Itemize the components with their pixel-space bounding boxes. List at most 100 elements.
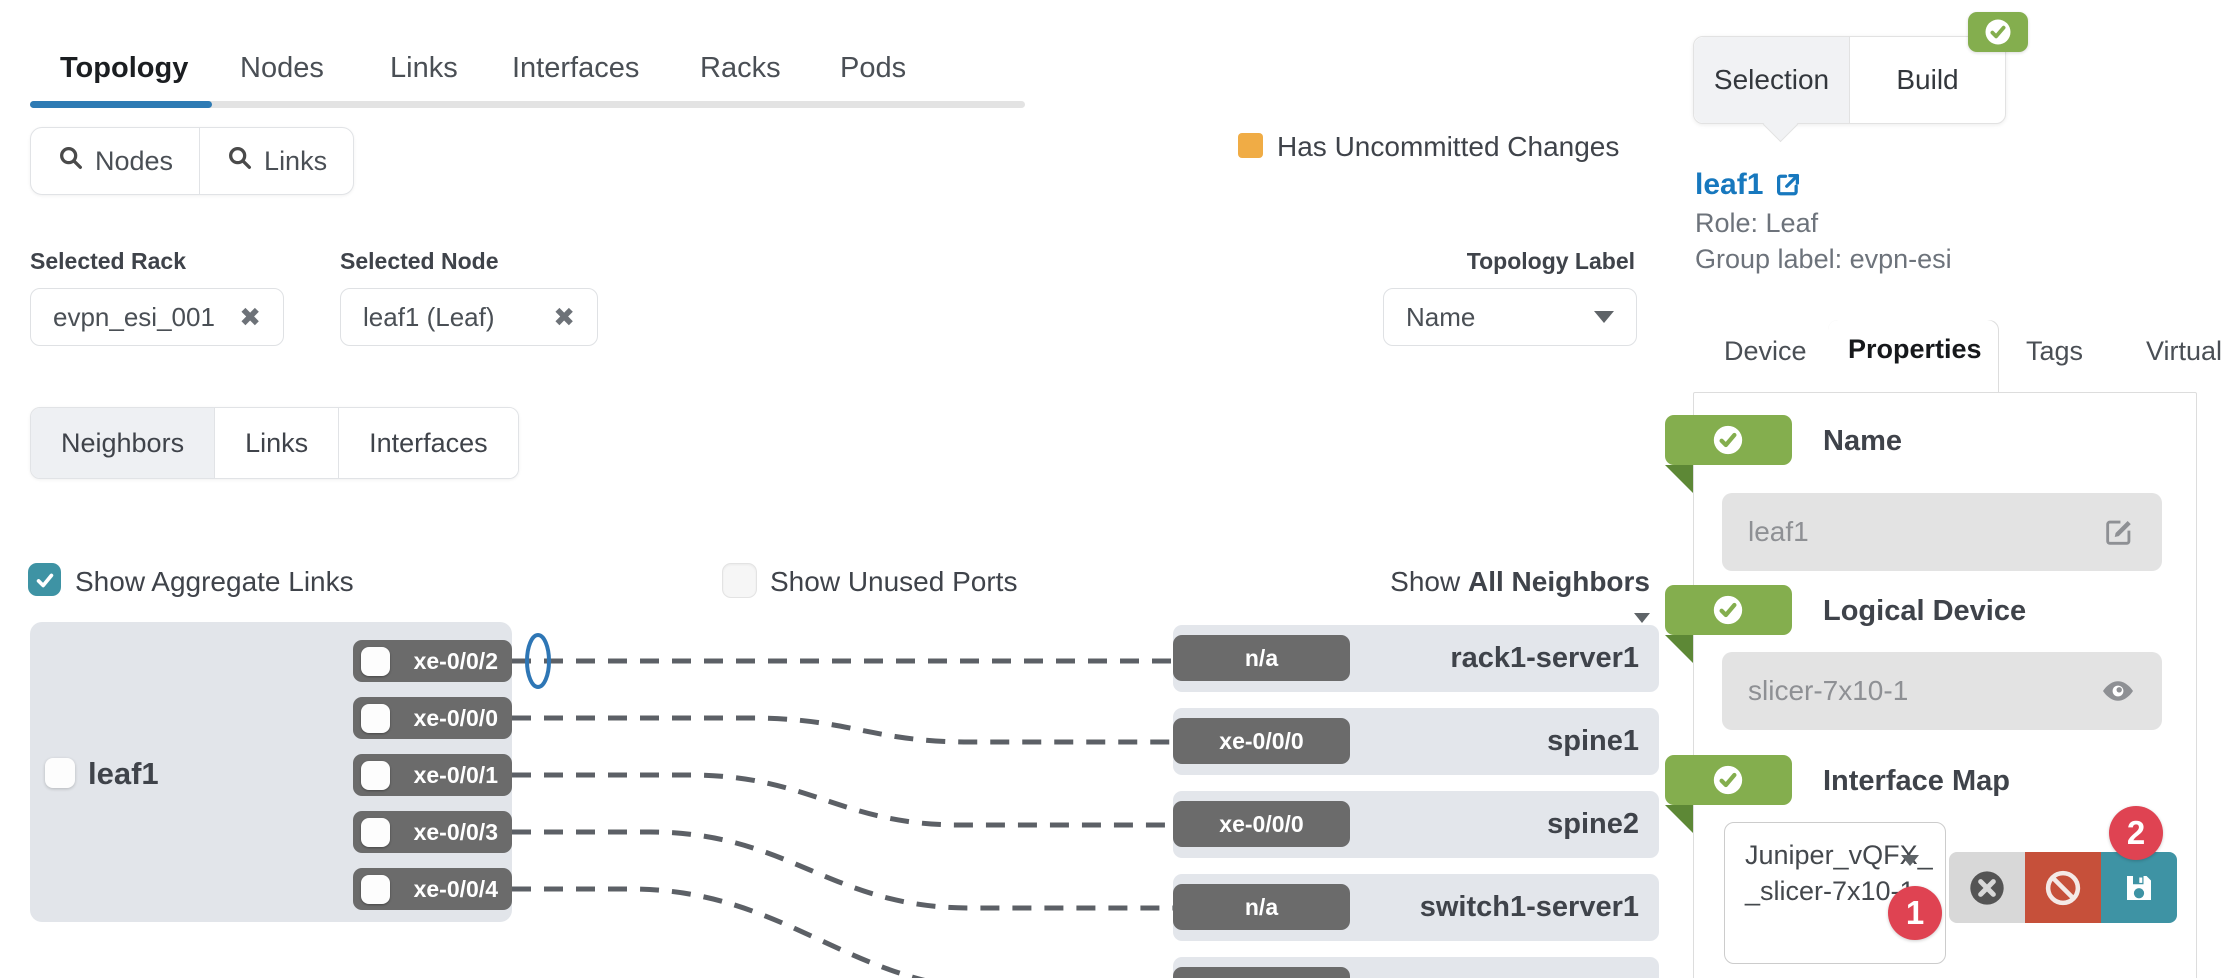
save-icon [2127,875,2151,900]
tab-nodes[interactable]: Nodes [240,52,324,84]
badge-fold [1665,805,1693,833]
port-checkbox[interactable] [361,646,390,676]
neighbor-row-rack1-server1[interactable]: n/a rack1-server1 [1173,625,1659,692]
panel-tab-build[interactable]: Build [1849,37,2005,123]
show-neighbors-value: All Neighbors [1467,566,1650,597]
selected-node-label: Selected Node [340,248,499,274]
search-button-group: Nodes Links [30,127,355,195]
tab-interfaces[interactable]: Interfaces [512,52,640,84]
selected-rack-field[interactable]: evpn_esi_001 ✖ [30,288,284,346]
chevron-down-icon [1901,855,1919,866]
uncommitted-changes-swatch [1238,133,1263,158]
detail-tab-tags[interactable]: Tags [2026,336,2084,366]
port-chip-xe-0-0-0[interactable]: xe-0/0/0 [353,697,512,739]
selected-rack-value: evpn_esi_001 [53,301,215,332]
tab-links[interactable]: Links [390,52,458,84]
edit-icon[interactable] [2102,515,2136,549]
neighbor-name: spine2 [1547,808,1639,840]
search-nodes-label: Nodes [95,145,174,176]
aggregate-link-indicator [525,633,551,689]
node-group-label-text: Group label: evpn-esi [1695,244,1952,274]
selected-rack-label: Selected Rack [30,248,186,274]
view-tab-links[interactable]: Links [214,408,339,478]
search-links-label: Links [264,145,328,176]
search-nodes-button[interactable]: Nodes [31,128,199,194]
clear-interface-map-button[interactable] [1949,852,2025,923]
search-icon [226,144,254,179]
neighbor-row-partial[interactable] [1173,957,1659,978]
detail-tab-device[interactable]: Device [1724,336,1807,366]
link-xe001-spine2 [512,772,1173,828]
badge-fold [1665,465,1693,493]
neighbor-row-switch1-server1[interactable]: n/a switch1-server1 [1173,874,1659,941]
neighbor-name: switch1-server1 [1419,891,1639,923]
chevron-down-icon [1594,311,1614,323]
port-label: xe-0/0/1 [413,761,498,788]
show-unused-ports-checkbox[interactable] [722,563,757,598]
port-checkbox[interactable] [361,874,390,904]
chevron-down-icon [1634,613,1650,623]
neighbor-row-spine1[interactable]: xe-0/0/0 spine1 [1173,708,1659,775]
x-circle-icon [1970,870,2004,905]
tab-racks[interactable]: Racks [700,52,781,84]
port-chip-xe-0-0-2[interactable]: xe-0/0/2 [353,640,512,682]
step-2-badge: 2 [2109,806,2163,860]
port-label: xe-0/0/0 [413,704,498,731]
step-1-badge: 1 [1888,886,1942,940]
search-links-button[interactable]: Links [199,128,353,194]
neighbor-port-chip[interactable]: xe-0/0/0 [1173,801,1350,847]
check-circle-icon [1985,19,2011,45]
panel-tab-selection[interactable]: Selection [1694,37,1849,123]
search-icon [57,144,85,179]
view-tab-interfaces[interactable]: Interfaces [338,408,518,478]
neighbor-name: spine1 [1547,725,1639,757]
port-chip-xe-0-0-4[interactable]: xe-0/0/4 [353,868,512,910]
interface-map-section-title: Interface Map [1823,765,2010,797]
view-tab-neighbors[interactable]: Neighbors [31,408,215,478]
selected-node-link[interactable]: leaf1 [1695,168,1803,202]
selected-node-field[interactable]: leaf1 (Leaf) ✖ [340,288,598,346]
name-field: leaf1 [1722,493,2162,571]
badge-fold [1665,635,1693,663]
view-tab-group: Neighbors Links Interfaces [30,407,519,479]
show-neighbors-prefix: Show [1390,566,1461,597]
show-aggregate-links-checkbox[interactable] [28,563,61,596]
clear-node-icon[interactable]: ✖ [553,301,575,332]
show-neighbors-dropdown[interactable]: Show All Neighbors [1385,566,1650,630]
detail-tab-properties[interactable]: Properties [1848,334,1982,364]
link-xe004-neighbor5 [512,886,926,978]
check-circle-icon [1713,595,1743,625]
eye-icon[interactable] [2100,673,2136,709]
active-detail-tab-fill [1828,320,1997,392]
neighbor-row-spine2[interactable]: xe-0/0/0 spine2 [1173,791,1659,858]
external-link-icon [1777,174,1800,196]
tab-topology[interactable]: Topology [60,52,189,84]
tab-pods[interactable]: Pods [840,52,907,84]
revert-interface-map-button[interactable] [2025,852,2101,923]
selected-node-value: leaf1 (Leaf) [363,301,495,332]
neighbor-name: rack1-server1 [1450,642,1639,674]
leaf1-checkbox[interactable] [45,758,75,788]
port-checkbox[interactable] [361,703,390,733]
neighbor-port-chip[interactable] [1173,967,1350,978]
neighbor-port-chip[interactable]: xe-0/0/0 [1173,718,1350,764]
port-label: xe-0/0/4 [413,875,498,902]
port-checkbox[interactable] [361,760,390,790]
interface-map-status-badge [1665,755,1792,805]
name-section-title: Name [1823,425,1902,457]
save-interface-map-button[interactable] [2101,852,2177,923]
clear-rack-icon[interactable]: ✖ [239,301,261,332]
link-xe003-switch1server1 [512,829,1173,911]
topology-label-select[interactable]: Name [1383,288,1637,346]
port-chip-xe-0-0-1[interactable]: xe-0/0/1 [353,754,512,796]
detail-tab-virtual[interactable]: Virtual [2146,336,2223,366]
port-label: xe-0/0/3 [413,818,498,845]
tab-underline-active [30,101,212,108]
topology-label-value: Name [1406,301,1476,332]
neighbor-port-chip[interactable]: n/a [1173,884,1350,930]
logical-device-status-badge [1665,585,1792,635]
neighbor-port-chip[interactable]: n/a [1173,635,1350,681]
port-checkbox[interactable] [361,817,390,847]
show-unused-ports-label: Show Unused Ports [770,566,1018,597]
port-chip-xe-0-0-3[interactable]: xe-0/0/3 [353,811,512,853]
